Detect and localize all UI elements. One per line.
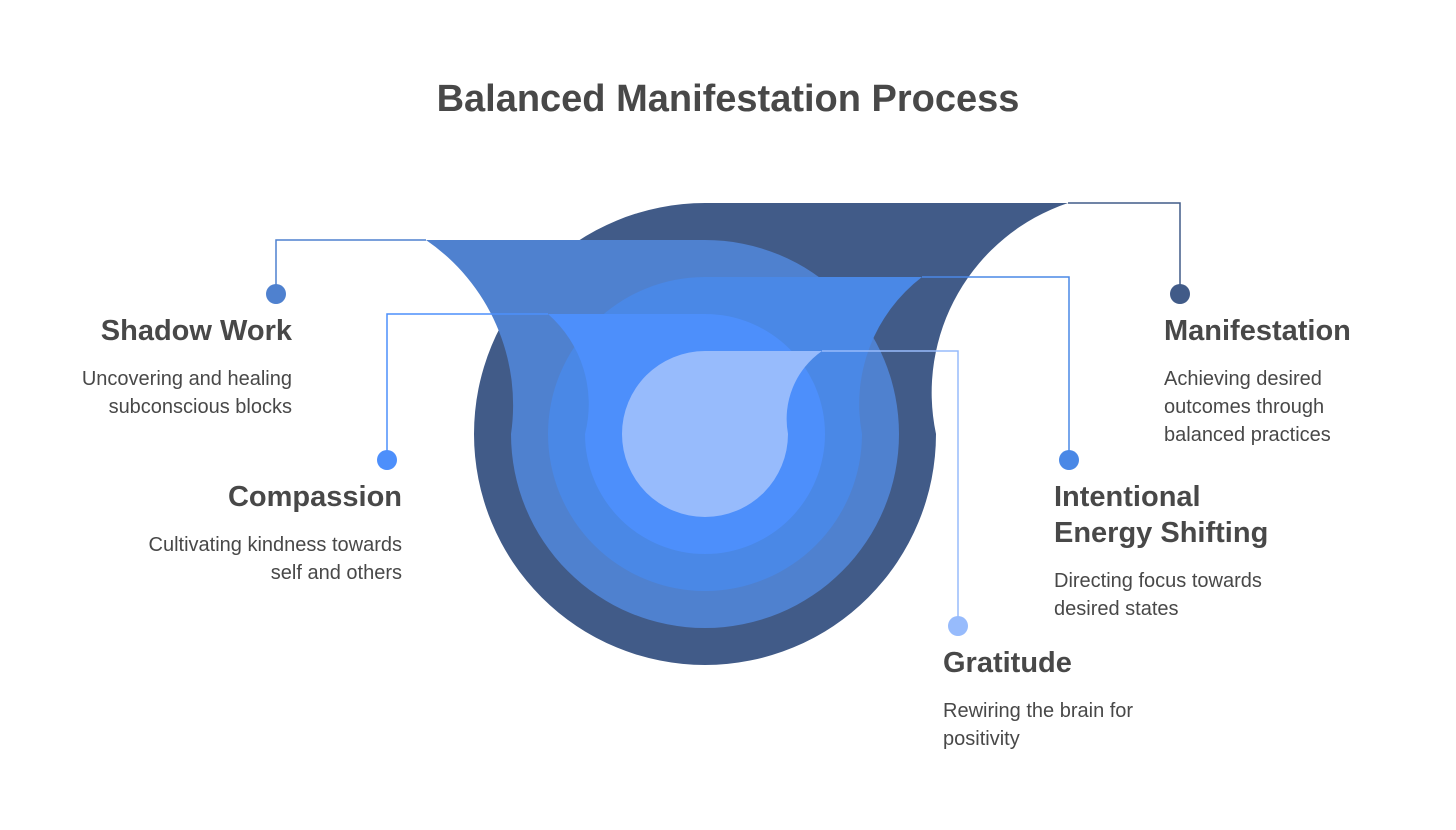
- connector-manifestation: [1068, 202, 1181, 294]
- manifestation-description: Achieving desired outcomes through balan…: [1164, 368, 1331, 446]
- compassion-description: Cultivating kindness towards self and ot…: [148, 534, 402, 584]
- shadow-work-title: Shadow Work: [100, 315, 292, 347]
- connector-intentional: [922, 276, 1070, 460]
- gratitude-description: Rewiring the brain for positivity: [943, 700, 1134, 750]
- item-shadow-work: Shadow Work Uncovering and healing subco…: [30, 313, 292, 421]
- dot-gratitude: [948, 616, 968, 636]
- shadow-work-description: Uncovering and healing subconscious bloc…: [81, 368, 292, 418]
- dot-compassion: [377, 450, 397, 470]
- diagram-title: Balanced Manifestation Process: [436, 78, 1020, 120]
- manifestation-title: Manifestation: [1164, 315, 1351, 347]
- item-compassion: Compassion Cultivating kindness towards …: [140, 479, 402, 587]
- item-manifestation: Manifestation Achieving desired outcomes…: [1164, 313, 1374, 449]
- gratitude-title: Gratitude: [943, 647, 1072, 679]
- connector-shadow-work: [275, 239, 426, 294]
- dot-intentional: [1059, 450, 1079, 470]
- item-gratitude: Gratitude Rewiring the brain for positiv…: [943, 645, 1183, 753]
- item-intentional-energy-shifting: Intentional Energy Shifting Directing fo…: [1054, 479, 1304, 623]
- connector-compassion: [386, 313, 548, 460]
- intentional-description: Directing focus towards desired states: [1054, 570, 1262, 620]
- intentional-title: Intentional Energy Shifting: [1054, 481, 1269, 549]
- layer-gratitude: [622, 351, 822, 517]
- connector-gratitude: [822, 350, 959, 626]
- dot-shadow-work: [266, 284, 286, 304]
- compassion-title: Compassion: [227, 481, 402, 513]
- dot-manifestation: [1170, 284, 1190, 304]
